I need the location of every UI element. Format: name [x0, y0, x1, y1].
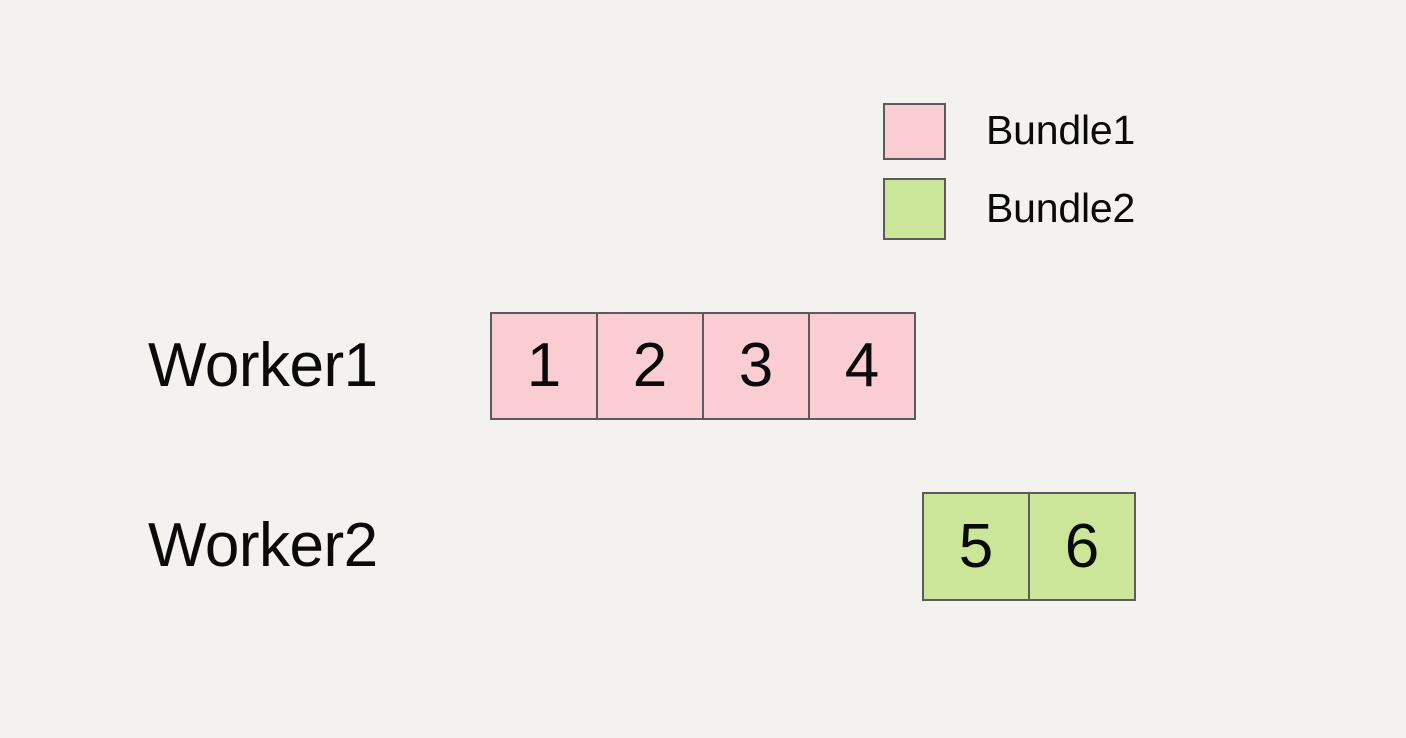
legend-item-bundle2: Bundle2	[883, 178, 1135, 240]
legend-item-bundle1: Bundle1	[883, 103, 1135, 160]
task-box: 5	[922, 492, 1030, 601]
legend-swatch-bundle1	[883, 103, 946, 160]
legend-label-bundle2: Bundle2	[986, 185, 1136, 231]
legend-label-bundle1: Bundle1	[986, 107, 1136, 153]
task-box: 3	[702, 312, 810, 420]
worker-row-1: Worker1	[148, 312, 378, 420]
task-boxes-worker-1: 1 2 3 4	[490, 312, 916, 420]
task-boxes-worker-2: 5 6	[922, 492, 1136, 601]
worker-row-2: Worker2	[148, 492, 378, 600]
worker-label-2: Worker2	[148, 511, 378, 580]
task-box: 4	[808, 312, 916, 420]
task-box: 2	[596, 312, 704, 420]
task-box: 6	[1028, 492, 1136, 601]
legend-swatch-bundle2	[883, 178, 946, 240]
worker-label-1: Worker1	[148, 331, 378, 400]
task-box: 1	[490, 312, 598, 420]
